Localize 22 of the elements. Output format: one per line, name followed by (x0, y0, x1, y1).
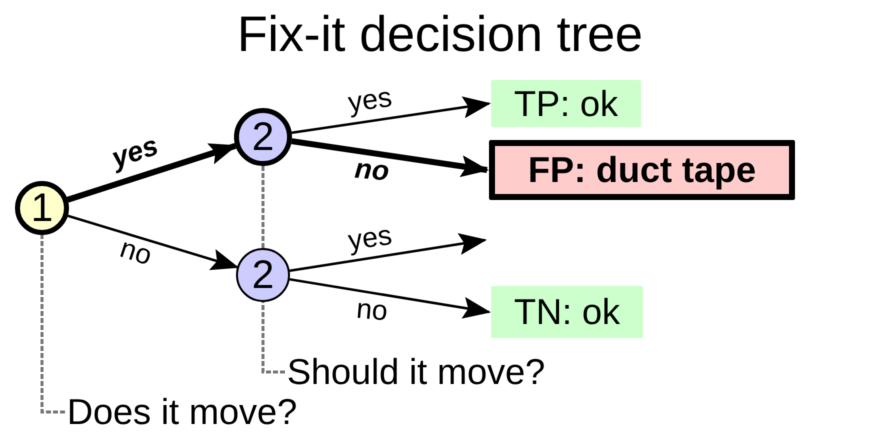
decision-circle: 2 (236, 248, 290, 302)
arrow (66, 143, 238, 203)
edge-label: no (354, 294, 390, 326)
leader-line (262, 302, 285, 374)
edge-label: yes (106, 130, 163, 174)
dashed-line (262, 166, 264, 248)
arrow (291, 138, 489, 178)
diagram-title: Fix-it decision tree (236, 5, 644, 64)
arrow (289, 278, 491, 319)
edge-label: no (116, 233, 157, 271)
arrow (292, 96, 491, 134)
leader-line (40, 235, 65, 414)
outcome-box: TP: ok (491, 80, 641, 127)
edge-label: no (352, 154, 392, 186)
arrow (67, 214, 240, 270)
edge-label: yes (345, 220, 395, 256)
outcome-box: FP: duct tape (489, 140, 795, 200)
outcome-box: TN: ok (491, 286, 643, 338)
edge-label: yes (345, 82, 395, 118)
arrow (289, 233, 487, 272)
decision-circle: 2 (234, 108, 292, 166)
decision-circle: 1 (15, 181, 69, 235)
